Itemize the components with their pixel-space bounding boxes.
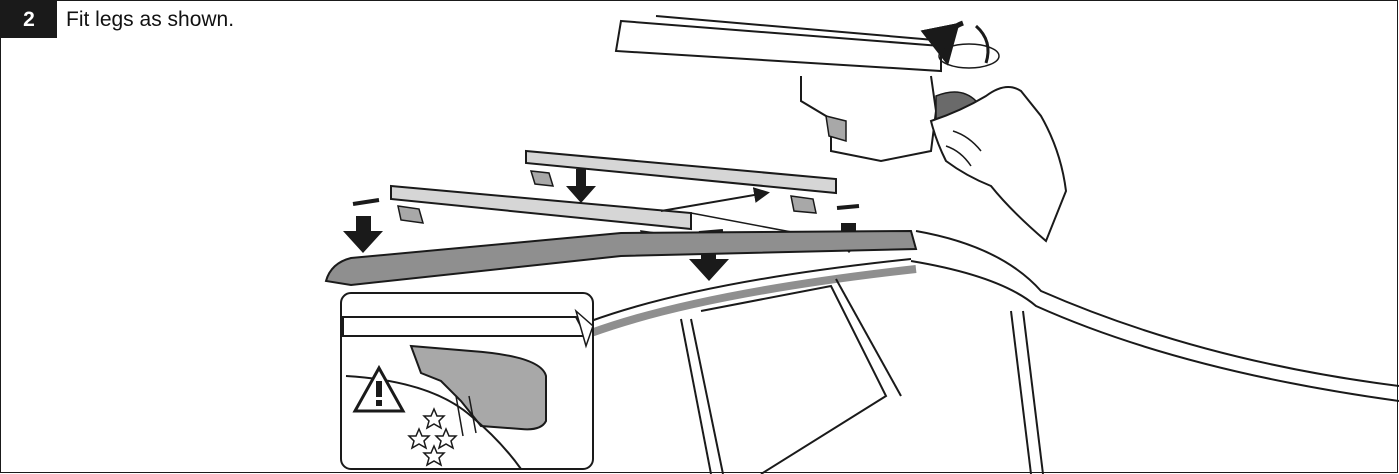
roof-rail [324,229,918,287]
hand-illustration [929,86,1068,243]
down-arrow-icon [566,169,596,203]
step-instruction: Fit legs as shown. [66,8,235,31]
rear-crossbar [525,149,837,214]
car-body [589,230,1399,474]
step-number: 2 [23,7,35,31]
step-number-badge: 2 [1,1,57,38]
down-arrow-icon [343,198,383,253]
warning-triangle-icon [352,364,406,413]
detail-crossbar-end [614,15,977,163]
scratch-stars-icon [407,407,458,467]
rotate-arrow-icon [920,20,1000,69]
